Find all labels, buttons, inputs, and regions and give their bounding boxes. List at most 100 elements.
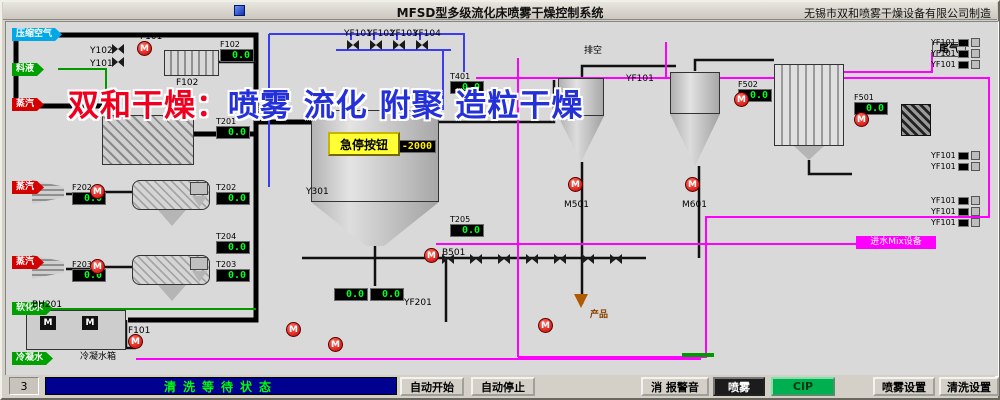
- mini-cyclone-2: [190, 257, 208, 270]
- spray-settings-button[interactable]: 喷雾设置: [873, 377, 935, 396]
- title-bar: MFSD型多级流化床喷雾干燥控制系统 无锡市双和喷雾干燥设备有限公司制造: [3, 2, 997, 20]
- valve-icon[interactable]: [393, 40, 405, 50]
- mini-cyclone-1: [190, 182, 208, 195]
- valve-icon[interactable]: [526, 254, 538, 264]
- source-arrow: 软化水: [12, 302, 53, 315]
- pump-motor[interactable]: M: [854, 112, 869, 127]
- page-title: MFSD型多级流化床喷雾干燥控制系统: [396, 6, 604, 20]
- tag-label: F101: [140, 32, 163, 42]
- valve-icon[interactable]: [582, 254, 594, 264]
- pump-motor[interactable]: M: [286, 322, 301, 337]
- valve-row[interactable]: YF101: [931, 151, 980, 160]
- source-arrow: 蒸汽: [12, 98, 44, 111]
- pump-motor[interactable]: M: [538, 318, 553, 333]
- valve-row[interactable]: YF101: [931, 60, 980, 69]
- tag-label: 产品: [590, 310, 609, 320]
- compressed-air-pipes: [268, 33, 465, 187]
- source-arrow: 料液: [12, 63, 44, 76]
- auto-start-button[interactable]: 自动开始: [400, 377, 464, 396]
- valve-row[interactable]: YF101: [931, 218, 980, 227]
- valve-icon[interactable]: [416, 40, 428, 50]
- cip-pipes: [136, 42, 990, 360]
- valve-icon[interactable]: [498, 254, 510, 264]
- pump-motor[interactable]: M: [685, 177, 700, 192]
- watermark-prefix: 双和干燥：: [68, 88, 228, 124]
- cyclone-2: [670, 72, 720, 114]
- status-bar: 3 清洗等待状态 自动开始自动停止 消 报警音喷雾 CIP 喷雾设置清洗设置: [5, 375, 999, 397]
- spray-button[interactable]: 喷雾: [713, 377, 765, 396]
- source-arrow: 蒸汽: [12, 181, 44, 194]
- cyclone-1: [558, 78, 604, 116]
- valve-row[interactable]: YF101: [931, 38, 980, 47]
- status-display: 清洗等待状态: [45, 377, 397, 395]
- mini-cyclone-2-cone: [192, 271, 207, 282]
- pump-motor[interactable]: M: [128, 334, 143, 349]
- pump-motor[interactable]: M: [734, 92, 749, 107]
- watermark: 双和干燥：喷雾 流化 附聚 造粒干燥: [68, 80, 583, 125]
- tag-label: YF102: [367, 29, 395, 39]
- air-heater: [164, 50, 219, 76]
- mute-alarm-button[interactable]: 消 报警音: [641, 377, 709, 396]
- auto-stop-button[interactable]: 自动停止: [471, 377, 535, 396]
- pump-motor[interactable]: M: [568, 177, 583, 192]
- source-arrow: 冷凝水: [12, 352, 53, 365]
- watermark-suffix: 喷雾 流化 附聚 造粒干燥: [228, 88, 584, 124]
- tag-label: B501: [442, 248, 466, 258]
- tag-label: YF101: [626, 74, 654, 84]
- tag-label: BH201: [32, 300, 63, 310]
- valve-icon[interactable]: [112, 57, 124, 67]
- value-display-v10: 0.0: [334, 288, 368, 301]
- tag-label: 冷凝水箱: [80, 352, 117, 362]
- pump-motor[interactable]: M: [424, 248, 439, 263]
- tag-label: Y102: [90, 46, 113, 56]
- emergency-stop-button[interactable]: 急停按钮: [328, 132, 400, 156]
- tag-label: M501: [564, 200, 589, 210]
- tag-label: YF103: [390, 29, 418, 39]
- bag-filter-right: [774, 64, 844, 146]
- valve-icon[interactable]: [610, 254, 622, 264]
- valve-icon[interactable]: [442, 254, 454, 264]
- mix-water-line-label: 进水Mix设备: [856, 236, 936, 249]
- pump-motor[interactable]: M: [90, 184, 105, 199]
- spray-dryer-tower: [311, 110, 439, 202]
- fluid-bed-1: [132, 180, 210, 210]
- agitator-motor-icon[interactable]: M: [40, 316, 56, 330]
- cip-button[interactable]: CIP: [771, 377, 835, 396]
- valve-row[interactable]: YF101: [931, 196, 980, 205]
- water-pipes: [18, 68, 714, 357]
- pump-motor[interactable]: M: [328, 337, 343, 352]
- clean-settings-button[interactable]: 清洗设置: [939, 377, 999, 396]
- tag-label: YF201: [404, 298, 432, 308]
- tag-label: 排空: [584, 46, 603, 56]
- valve-icon[interactable]: [370, 40, 382, 50]
- tag-label: M601: [682, 200, 707, 210]
- page-number: 3: [9, 377, 39, 395]
- pump-motor[interactable]: M: [137, 41, 152, 56]
- valve-row[interactable]: YF101: [931, 162, 980, 171]
- tag-label: Y101: [90, 59, 113, 69]
- heat-exchanger: [901, 104, 931, 136]
- valve-icon[interactable]: [554, 254, 566, 264]
- valve-icon[interactable]: [470, 254, 482, 264]
- source-arrow: 压缩空气: [12, 28, 62, 41]
- valve-icon[interactable]: [347, 40, 359, 50]
- agitator-motor-icon[interactable]: M: [82, 316, 98, 330]
- pump-motor[interactable]: M: [90, 259, 105, 274]
- source-arrow: 蒸汽: [12, 256, 44, 269]
- product-arrow-icon: [574, 294, 588, 308]
- tag-label: F101: [128, 326, 151, 336]
- valve-row[interactable]: YF101: [931, 207, 980, 216]
- valve-icon[interactable]: [112, 44, 124, 54]
- valve-row[interactable]: YF101: [931, 49, 980, 58]
- tag-label: YF104: [413, 29, 441, 39]
